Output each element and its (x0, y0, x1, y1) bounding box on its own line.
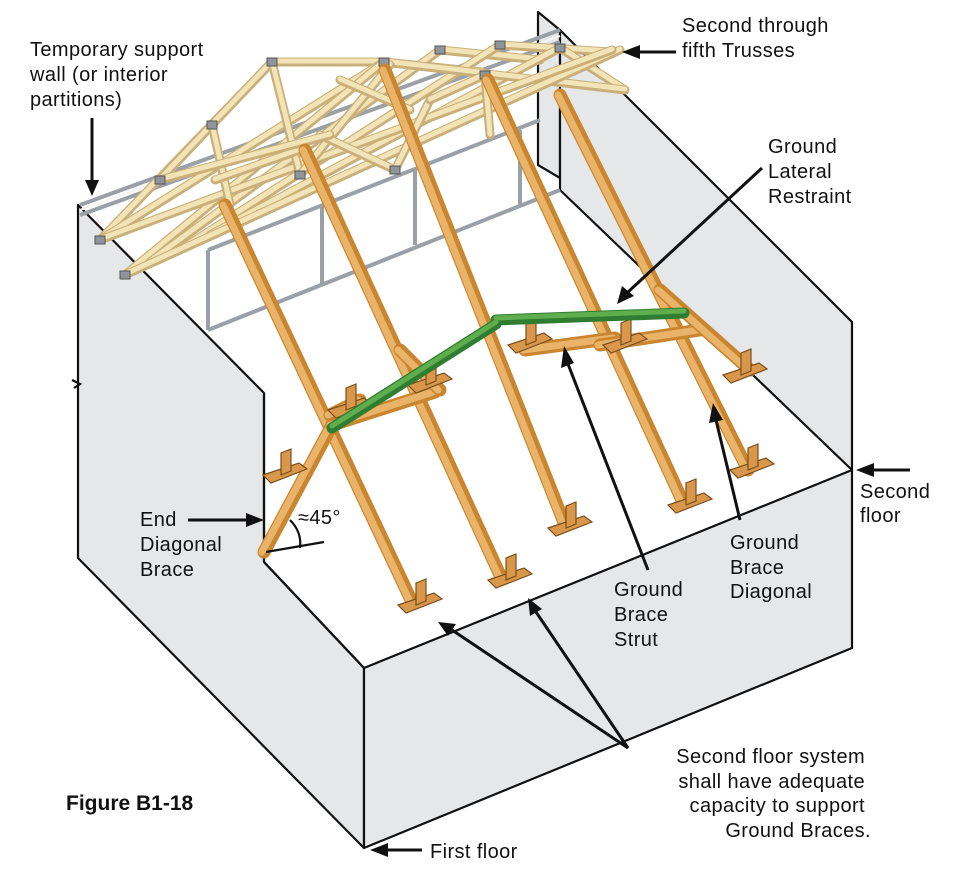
label-second-through-fifth-trusses: Second through fifth Trusses (682, 15, 835, 62)
brace-cleat (740, 348, 752, 376)
truss-member-highlight (297, 61, 393, 177)
ground-brace-member-highlight (258, 421, 334, 556)
gusset-plate (554, 43, 566, 53)
label-ground-lateral-restraint: Ground Lateral Restraint (768, 136, 852, 208)
gusset-plate (206, 120, 218, 130)
truss-member-highlight (97, 46, 615, 242)
trusses (94, 40, 630, 280)
ground-brace-member-highlight (379, 66, 567, 529)
brace-cleat (280, 448, 292, 476)
gusset-plate (154, 175, 166, 185)
truss-member-highlight (212, 146, 303, 182)
building-walls (71, 10, 854, 850)
ground-brace-member-highlight (482, 76, 684, 504)
gusset-plate (266, 57, 278, 67)
truss-member-highlight (317, 131, 398, 172)
truss-member-highlight (209, 58, 275, 127)
brace-cleat (505, 553, 517, 581)
label-first-floor: First floor (430, 841, 518, 863)
gusset-plate (94, 235, 106, 245)
truss-member-highlight (157, 131, 333, 182)
brace-cleat (565, 501, 577, 529)
label-second-floor-system-note: Second floor system shall have adequate … (676, 746, 871, 842)
gusset-plate (434, 45, 446, 55)
ground-braces (218, 63, 776, 614)
right-side-wall (558, 28, 854, 472)
figure-title: Figure B1-18 (66, 792, 194, 815)
brace-cleat (415, 578, 427, 606)
label-ground-brace-strut: Ground Brace Strut (614, 579, 689, 651)
truss-member-highlight (381, 58, 628, 92)
label-end-diagonal-brace: End Diagonal Brace (140, 509, 228, 581)
gusset-plate (119, 270, 131, 280)
brace-cleat (685, 478, 697, 506)
ground-brace-member-highlight (219, 201, 414, 606)
angle-marker (265, 519, 325, 554)
ground-brace-member-highlight (299, 146, 502, 579)
front-wall (362, 468, 854, 850)
truss-member-highlight (427, 71, 488, 102)
ground-lateral-restraint (326, 307, 690, 434)
truss-member-highlight (157, 121, 215, 182)
brace-cleat (747, 443, 759, 471)
label-second-floor: Second floor (860, 481, 936, 527)
text-labels: Temporary support wall (or interior part… (29, 15, 936, 863)
truss-member-highlight (97, 58, 387, 242)
label-temporary-support-wall: Temporary support wall (or interior part… (29, 39, 210, 111)
brace-cleat (345, 383, 357, 411)
gusset-plate (294, 170, 306, 180)
ground-brace-member-highlight (654, 286, 752, 374)
gusset-plate (389, 165, 401, 175)
label-ground-brace-diagonal: Ground Brace Diagonal (730, 532, 812, 603)
label-angle: ≈45° (298, 507, 341, 529)
annotation-arrows (85, 45, 910, 857)
gusset-plate (494, 40, 506, 50)
truss-member-highlight (557, 44, 628, 92)
brace-cleat (620, 318, 632, 346)
